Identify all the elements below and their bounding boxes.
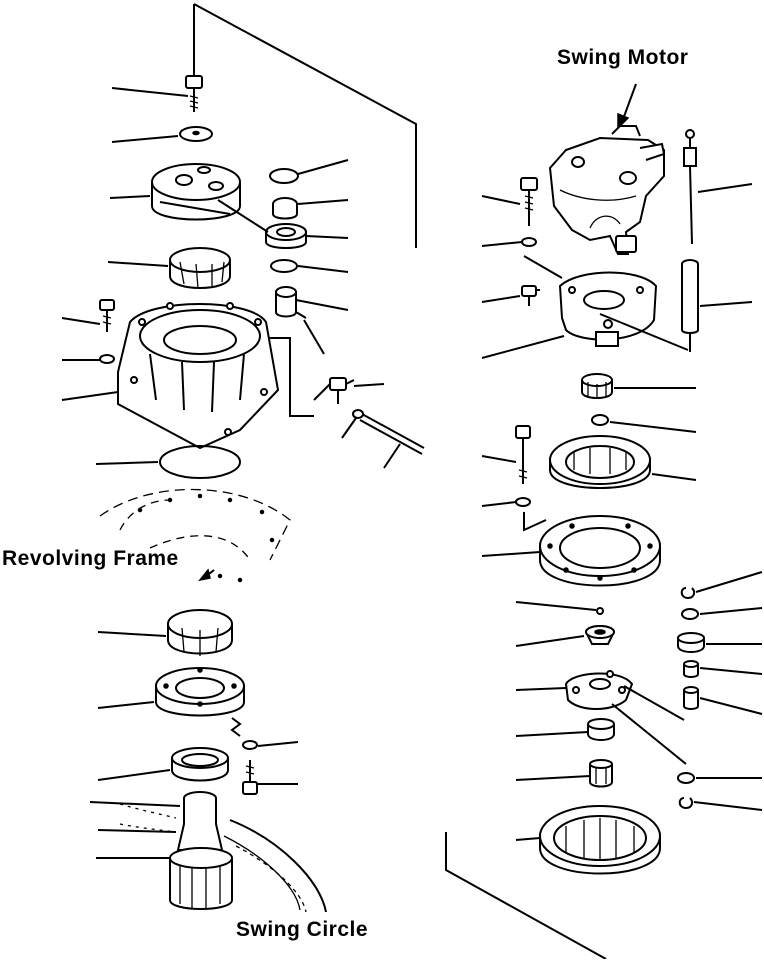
bracket-line <box>268 337 314 417</box>
leader-lines <box>481 183 763 841</box>
plug-part <box>591 414 609 426</box>
o-ring-part <box>269 168 299 184</box>
carrier-part <box>151 163 241 221</box>
bearing-part <box>272 197 298 220</box>
bearing-part <box>167 609 233 656</box>
left-assembly <box>61 3 425 913</box>
washer-part <box>521 237 537 247</box>
tube-part <box>681 259 699 352</box>
gear-ring-part <box>169 247 231 289</box>
leader-lines <box>61 87 401 859</box>
arrow-icon <box>198 568 211 582</box>
swing-motor-label: Swing Motor <box>557 46 689 69</box>
carrier-part <box>564 670 634 710</box>
swing-circle-label: Swing Circle <box>236 918 369 941</box>
washer-part <box>242 740 258 750</box>
pipe-part <box>352 409 425 455</box>
arrow-icon <box>617 112 630 130</box>
flange-part <box>155 667 245 717</box>
housing-part <box>117 302 280 450</box>
revolving-frame-outline <box>99 488 291 583</box>
washer-part <box>99 354 115 364</box>
snap-ring-part <box>680 587 696 600</box>
bolt-part <box>520 177 538 226</box>
bolt-part <box>515 425 531 484</box>
bolt-part <box>242 760 258 795</box>
arrow-icon <box>621 83 637 123</box>
bracket-line <box>523 512 547 532</box>
snap-ring-part <box>678 797 694 810</box>
pin-part <box>683 686 699 710</box>
swing-circle-outline <box>119 803 327 913</box>
bracket-line <box>193 3 417 248</box>
sleeve-part <box>275 286 297 318</box>
gear-part <box>589 759 613 788</box>
pin-part <box>295 311 307 319</box>
o-ring-part <box>159 445 241 479</box>
sleeve-part <box>683 660 699 678</box>
bearing-part <box>265 223 307 249</box>
washer-part <box>677 772 695 784</box>
bolt-part <box>185 75 203 112</box>
bracket-line <box>523 255 563 279</box>
dipstick-part <box>683 129 697 245</box>
revolving-frame-label: Revolving Frame <box>2 547 179 570</box>
right-assembly <box>445 83 763 960</box>
gear-part <box>584 625 616 645</box>
pinion-shaft-part <box>169 791 233 910</box>
fitting-part <box>313 377 355 404</box>
bearing-part <box>171 747 229 782</box>
ball-part <box>596 607 604 615</box>
flange-part <box>539 515 661 587</box>
brake-housing-part <box>558 271 658 347</box>
bearing-part <box>587 718 615 741</box>
bracket-line <box>445 832 607 960</box>
bolt-part <box>99 299 115 332</box>
o-ring-part <box>270 259 298 273</box>
swing-motor-part <box>548 125 666 255</box>
ring-gear-part <box>549 435 651 489</box>
washer-part <box>681 608 699 620</box>
ring-gear-part <box>539 805 661 875</box>
bearing-part <box>677 632 705 653</box>
washer-part <box>515 497 531 507</box>
bracket-line <box>230 717 242 737</box>
gear-part <box>581 373 613 399</box>
plug-part <box>521 285 540 306</box>
